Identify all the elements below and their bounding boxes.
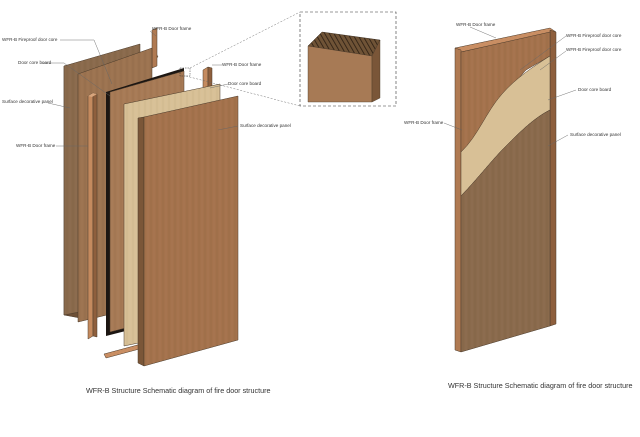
core-detail-inset <box>299 11 397 107</box>
label-door-frame-left-right: WFR-B Door frame <box>404 120 444 125</box>
label-fireproof-core-right-2: WFR-B Fireproof door core <box>566 47 622 52</box>
front-surface-panel <box>137 95 239 367</box>
detail-marker <box>179 67 191 77</box>
label-surface-panel-right-left: Surface decorative panel <box>240 123 291 128</box>
label-door-frame-right-left: WFR-B Door frame <box>222 62 262 67</box>
label-door-core-board-right: Door core board <box>578 87 612 92</box>
label-fireproof-core-right: WFR-B Fireproof door core <box>566 33 622 38</box>
label-fireproof-core-left: WFR-B Fireproof door core <box>2 37 58 42</box>
label-door-frame-left-left: WFR-B Door frame <box>16 143 56 148</box>
right-labels: WFR-B Door frame WFR-B Fireproof door co… <box>404 22 622 147</box>
caption-right: WFR-B Structure Schematic diagram of fir… <box>448 381 633 390</box>
assembled-door-view <box>454 27 557 353</box>
exploded-door-view <box>63 11 397 367</box>
left-labels: WFR-B Fireproof door core WFR-B Door fra… <box>2 26 291 148</box>
caption-left: WFR-B Structure Schematic diagram of fir… <box>86 386 271 395</box>
label-door-frame-top-left: WFR-B Door frame <box>152 26 192 31</box>
label-surface-panel-right: Surface decorative panel <box>570 132 621 137</box>
label-door-core-board-right-left: Door core board <box>228 81 262 86</box>
label-door-core-board-left: Door core board <box>18 60 52 65</box>
label-door-frame-top-right: WFR-B Door frame <box>456 22 496 27</box>
label-surface-panel-left: Surface decorative panel <box>2 99 53 104</box>
left-frame-stile <box>87 92 98 340</box>
back-frame-stile <box>151 27 158 69</box>
